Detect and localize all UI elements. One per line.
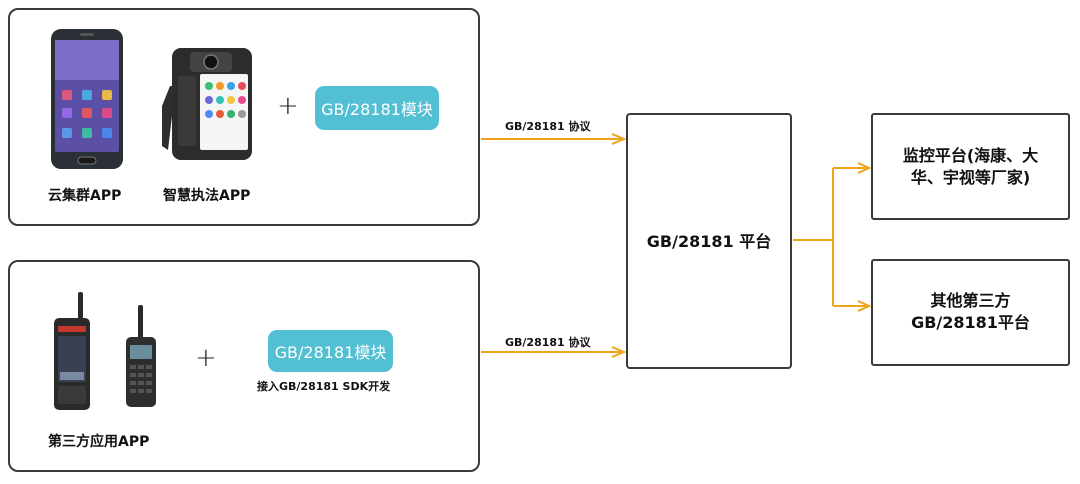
monitor-platform-text: 监控平台(海康、大 华、宇视等厂家) [871, 145, 1070, 189]
other-platform-box [871, 259, 1070, 366]
zhihui-app-label: 智慧执法APP [163, 188, 251, 204]
third-party-app-label: 第三方应用APP [48, 434, 150, 450]
module-badge-2: GB/28181模块 [268, 330, 393, 372]
monitor-line-1: 监控平台(海康、大 [902, 146, 1039, 165]
protocol-label-top: GB/28181 协议 [505, 120, 591, 133]
arrowhead-monitor [857, 162, 872, 174]
platform-title: GB/28181 平台 [646, 232, 772, 251]
yun-app-label: 云集群APP [48, 188, 122, 204]
law-enforcement-device-image [162, 48, 252, 160]
other-line-1: 其他第三方 [930, 291, 1011, 310]
protocol-label-bottom: GB/28181 协议 [505, 336, 591, 349]
arrowhead-bottom [611, 346, 627, 358]
other-platform-text: 其他第三方 GB/28181平台 [871, 290, 1070, 334]
gb28181-platform-box [626, 113, 792, 369]
monitor-platform-box [871, 113, 1070, 220]
plus-sign-1: + [277, 91, 299, 121]
smartphone-image [51, 29, 123, 169]
other-line-2: GB/28181平台 [911, 313, 1030, 332]
walkie-talkie-image [126, 305, 156, 407]
arrowhead-other [857, 300, 872, 312]
plus-sign-2: + [195, 343, 217, 373]
monitor-line-2: 华、宇视等厂家) [910, 168, 1031, 187]
module-badge-1: GB/28181模块 [315, 86, 439, 130]
rugged-phone-image [54, 292, 90, 410]
sdk-note: 接入GB/28181 SDK开发 [257, 380, 391, 393]
arrowhead-top [611, 133, 627, 145]
